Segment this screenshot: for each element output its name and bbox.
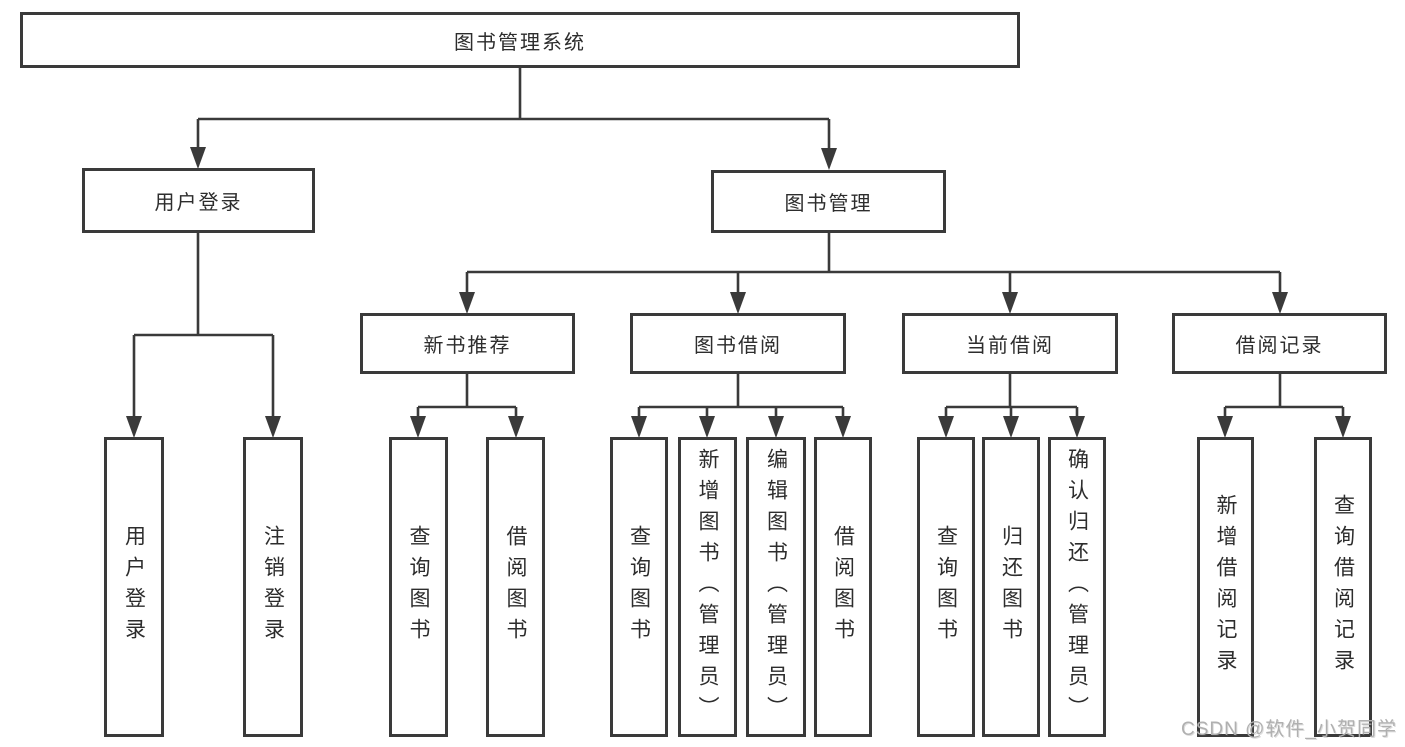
- csdn-watermark: CSDN @软件_小贺同学: [1181, 719, 1397, 740]
- leaf-add-borrow-record: 新增借阅记录: [1197, 437, 1254, 737]
- leaf-user-login: 用户登录: [104, 437, 164, 737]
- leaf-query-books-3: 查询图书: [917, 437, 975, 737]
- node-new-book-recommend: 新书推荐: [360, 313, 575, 374]
- leaf-edit-books-admin: 编辑图书（管理员）: [746, 437, 806, 737]
- leaf-borrow-books-2: 借阅图书: [814, 437, 872, 737]
- leaf-confirm-return-admin: 确认归还（管理员）: [1048, 437, 1106, 737]
- node-book-management-branch: 图书管理: [711, 170, 946, 233]
- leaf-query-books-1: 查询图书: [389, 437, 448, 737]
- leaf-query-borrow-record: 查询借阅记录: [1314, 437, 1372, 737]
- leaf-return-books: 归还图书: [982, 437, 1040, 737]
- node-user-login-branch: 用户登录: [82, 168, 315, 233]
- node-root-library-system: 图书管理系统: [20, 12, 1020, 68]
- leaf-add-books-admin: 新增图书（管理员）: [678, 437, 737, 737]
- node-borrow-records: 借阅记录: [1172, 313, 1387, 374]
- leaf-borrow-books-1: 借阅图书: [486, 437, 545, 737]
- node-book-borrow: 图书借阅: [630, 313, 846, 374]
- leaf-logout: 注销登录: [243, 437, 303, 737]
- leaf-query-books-2: 查询图书: [610, 437, 668, 737]
- node-current-borrow: 当前借阅: [902, 313, 1118, 374]
